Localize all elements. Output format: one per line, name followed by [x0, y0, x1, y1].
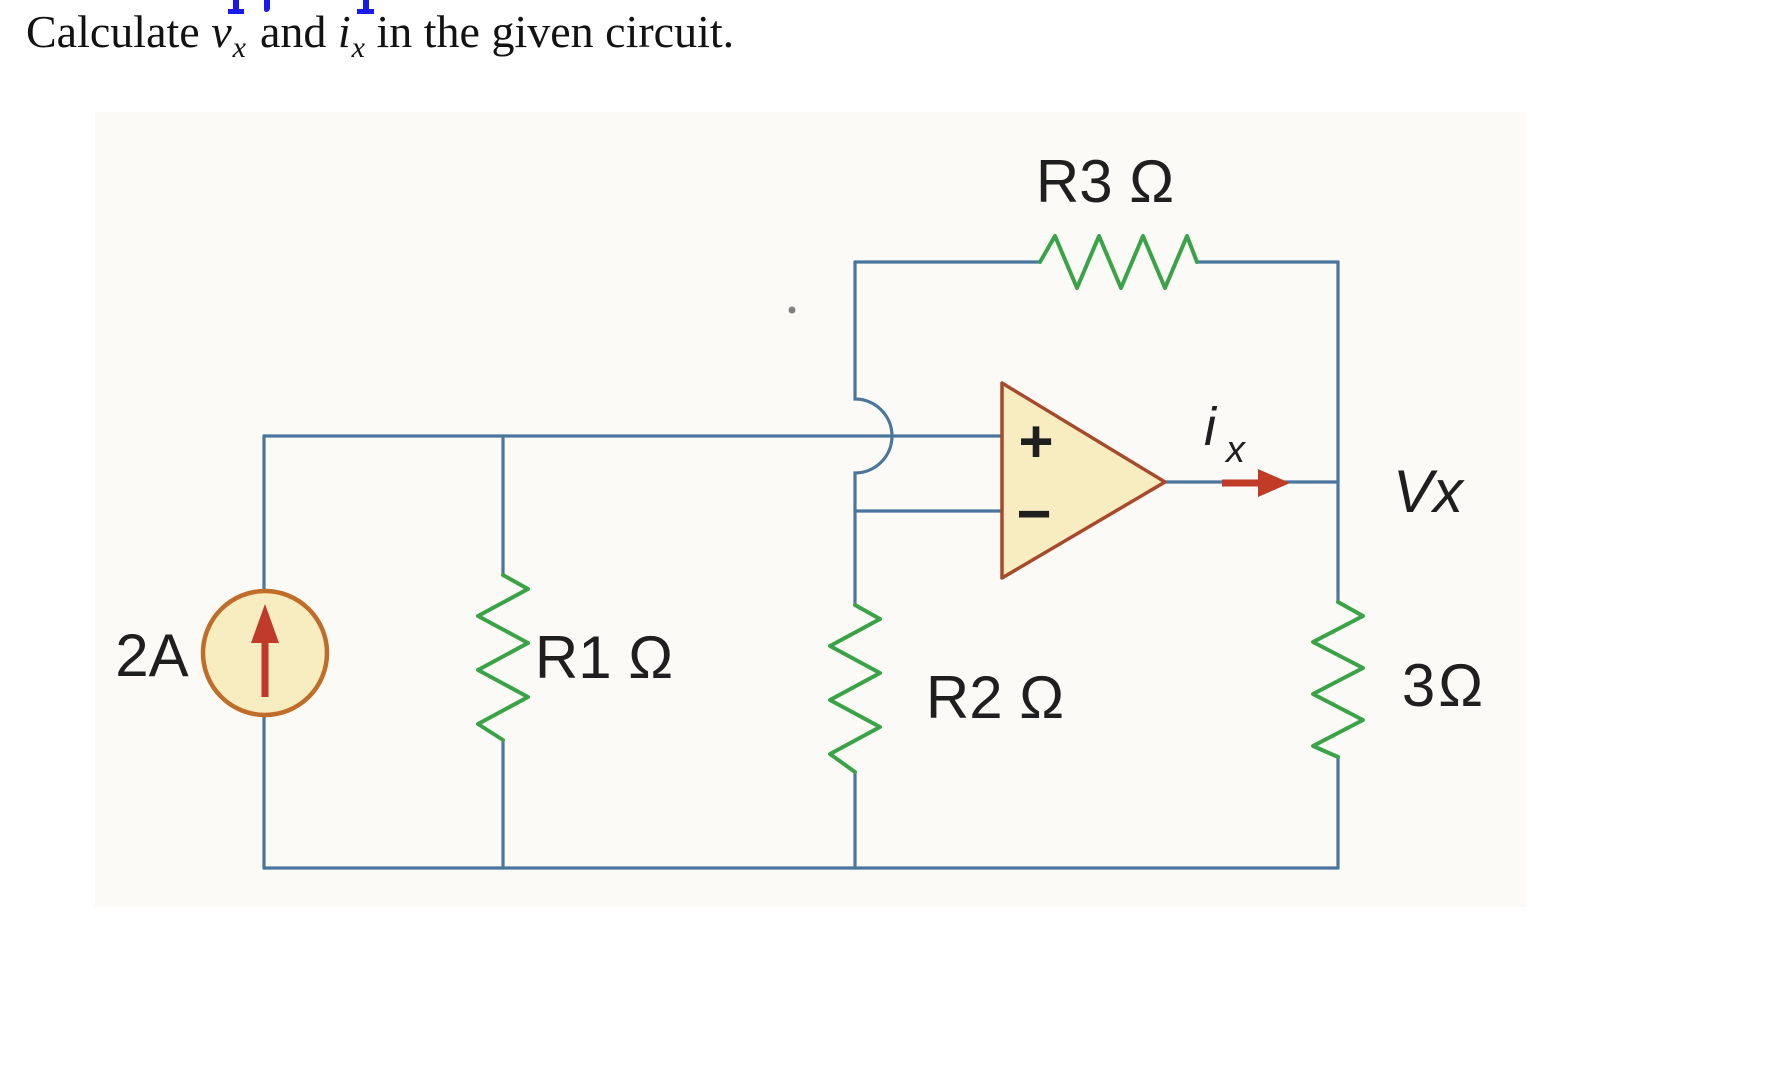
resistor-3ohm-label: 3Ω — [1402, 652, 1486, 719]
resistor-r1-zigzag — [476, 573, 530, 742]
current-ix-subscript: x — [1224, 429, 1247, 471]
scan-artifact-dot — [788, 306, 796, 314]
opamp-triangle — [1000, 381, 1167, 580]
clipped-link-fragment — [357, 0, 374, 14]
resistor-3ohm-zigzag — [1311, 600, 1365, 759]
question-suffix: in the given circuit. — [364, 6, 735, 57]
current-ix-label: i — [1204, 397, 1218, 457]
resistor-r3-label: R3 Ω — [1036, 148, 1174, 215]
variable-v: v — [211, 6, 232, 57]
clipped-glyph-stem — [233, 0, 239, 13]
question-conjunction: and — [259, 6, 338, 57]
resistor-r2-zigzag — [828, 603, 882, 774]
variable-i: i — [337, 6, 351, 57]
variable-i-subscript: x — [351, 31, 365, 64]
plus-input-icon: + — [1018, 408, 1053, 475]
current-right-arrow-icon — [1258, 469, 1290, 497]
resistor-r3-zigzag — [1038, 234, 1199, 290]
clipped-glyph-foot — [228, 9, 244, 14]
wires — [262, 260, 1340, 870]
minus-input-icon: − — [1016, 480, 1051, 547]
clipped-glyph-stem — [363, 0, 369, 13]
clipped-glyph-foot — [357, 9, 374, 14]
resistor-r1-label: R1 Ω — [535, 624, 673, 691]
node-vx-label: Vx — [1393, 458, 1465, 525]
clipped-link-fragment — [264, 0, 270, 12]
clipped-link-fragment — [228, 0, 244, 14]
wire-r2-branch-with-crossover-hop — [853, 260, 894, 870]
variable-v-subscript: x — [232, 31, 246, 64]
resistors — [476, 234, 1365, 774]
resistor-r2-label: R2 Ω — [926, 664, 1064, 731]
figure-background — [95, 112, 1527, 907]
source-up-arrow-icon — [251, 604, 279, 643]
question-prefix: Calculate — [26, 6, 212, 57]
source-value-label: 2A — [115, 622, 188, 689]
